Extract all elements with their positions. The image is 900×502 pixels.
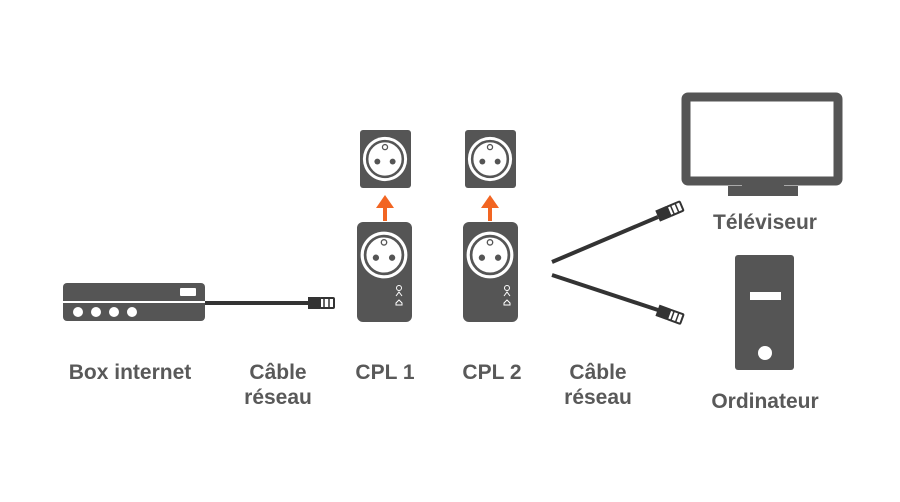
arrow-up-icon xyxy=(481,195,499,221)
wall-socket-2 xyxy=(465,130,516,188)
network-cable-2-computer xyxy=(551,273,685,325)
internet-box xyxy=(63,283,205,321)
arrow-up-icon xyxy=(376,195,394,221)
cable-1-label: Câble réseau xyxy=(244,361,312,409)
cpl-1-label: CPL 1 xyxy=(355,361,415,384)
cpl-adapter-1 xyxy=(357,222,412,322)
tv-icon xyxy=(681,92,843,196)
cpl-adapter-2 xyxy=(463,222,518,322)
wall-socket-1 xyxy=(360,130,411,188)
tv-label: Téléviseur xyxy=(713,211,817,234)
network-cable-2-tv xyxy=(551,200,685,264)
cpl-2-label: CPL 2 xyxy=(462,361,522,384)
network-cable-1 xyxy=(205,297,335,309)
cable-2-label: Câble réseau xyxy=(564,361,632,409)
box-internet-label: Box internet xyxy=(68,361,192,384)
computer-label: Ordinateur xyxy=(711,390,819,413)
computer-icon xyxy=(735,255,794,370)
